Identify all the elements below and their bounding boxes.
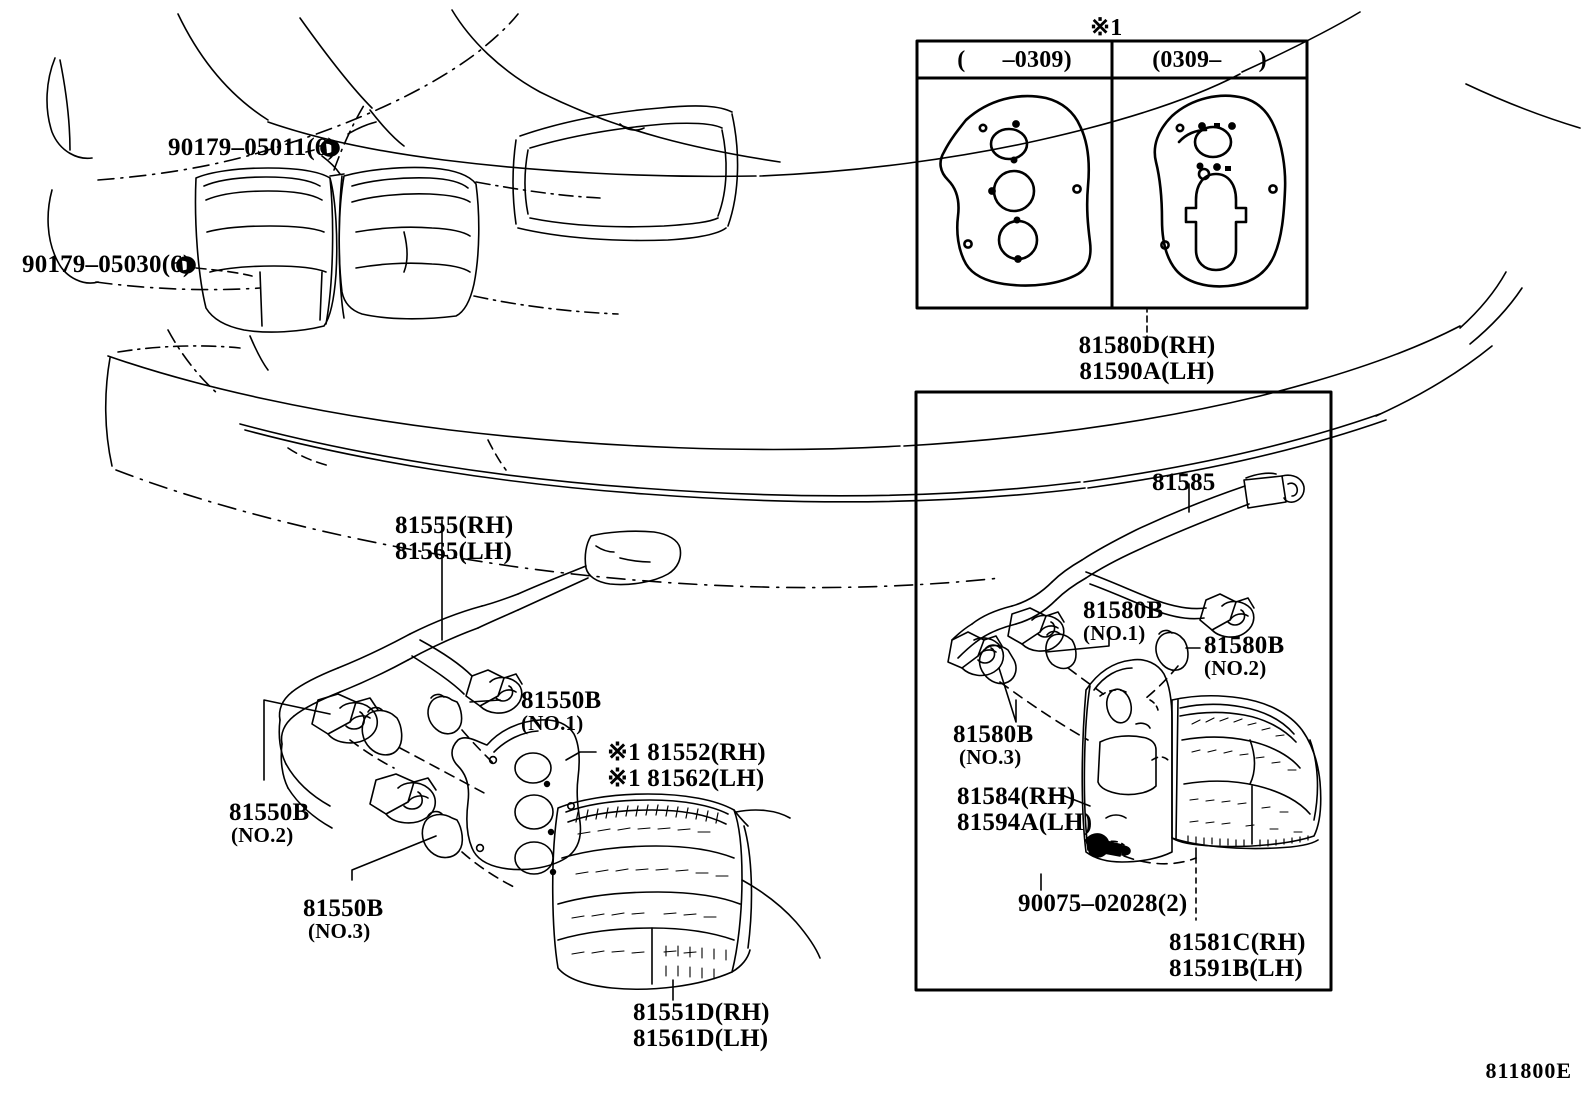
label-main-bulb-no3: 81550B	[303, 895, 384, 922]
variant-table-marker: ※1	[1090, 15, 1123, 41]
inner-lamp-box-frame	[914, 390, 1333, 992]
gasket-caption-rh: 81580D(RH)	[1078, 332, 1216, 359]
main-bulbs	[361, 693, 464, 859]
vehicle-rear-outline	[46, 9, 1581, 589]
label-inner-socket-cord: 81585	[1152, 469, 1216, 496]
inner-lamp-lens	[1171, 695, 1322, 850]
variant-column-header-0: ( –0309)	[957, 47, 1072, 73]
label-inner-body-rh: 81584(RH)	[957, 783, 1076, 810]
label-main-gasket-rh: ※1 81552(RH)	[607, 739, 766, 766]
variant-table-frame	[915, 39, 1309, 310]
label-main-lens-lh: 81561D(LH)	[633, 1025, 769, 1052]
main-gasket	[451, 719, 582, 876]
label-inner-lens-rh: 81581C(RH)	[1169, 929, 1306, 956]
callout-clip-90179-05011: 90179–05011(6)	[168, 134, 337, 161]
label-main-bulb-no2-sub: (NO.2)	[231, 823, 294, 847]
label-inner-bulb-no3-sub: (NO.3)	[959, 745, 1022, 769]
main-lamp-lens	[551, 793, 821, 990]
gasket-variant-a	[939, 94, 1092, 287]
variant-column-header-1: (0309– )	[1152, 47, 1267, 73]
inner-lamp-body	[1081, 658, 1173, 863]
label-inner-lens-lh: 81591B(LH)	[1169, 955, 1303, 982]
label-main-gasket-lh: ※1 81562(LH)	[607, 765, 765, 792]
label-main-bulb-no2: 81550B	[229, 799, 310, 826]
label-main-socket-cord-lh: 81565(LH)	[395, 538, 513, 565]
label-inner-bulb-no3: 81580B	[953, 721, 1034, 748]
label-inner-screw: 90075–02028(2)	[1018, 890, 1188, 917]
label-main-bulb-no1: 81550B	[521, 687, 602, 714]
callout-clip-90179-05030: 90179–05030(6)	[22, 251, 192, 278]
gasket-caption-lh: 81590A(LH)	[1079, 358, 1215, 385]
label-main-lens-rh: 81551D(RH)	[633, 999, 770, 1026]
label-inner-bulb-no1-sub: (NO.1)	[1083, 621, 1146, 645]
label-inner-bulb-no1: 81580B	[1083, 597, 1164, 624]
label-main-bulb-no3-sub: (NO.3)	[308, 919, 371, 943]
label-main-socket-cord-rh: 81555(RH)	[395, 512, 514, 539]
main-socket-cord	[278, 530, 682, 829]
label-inner-body-lh: 81594A(LH)	[957, 809, 1093, 836]
inner-leaders	[998, 483, 1201, 921]
inner-bulbs	[978, 629, 1189, 685]
vehicle-callout-leaders	[195, 149, 341, 277]
gasket-variant-b	[1153, 94, 1287, 288]
diagram-id-code: 811800E	[1485, 1058, 1572, 1083]
inner-socket-cord	[947, 472, 1305, 677]
main-leaders	[263, 519, 674, 1001]
inner-screw	[1085, 833, 1131, 858]
label-inner-bulb-no2-sub: (NO.2)	[1204, 656, 1267, 680]
label-main-bulb-no1-sub: (NO.1)	[521, 711, 584, 735]
label-inner-bulb-no2: 81580B	[1204, 632, 1285, 659]
